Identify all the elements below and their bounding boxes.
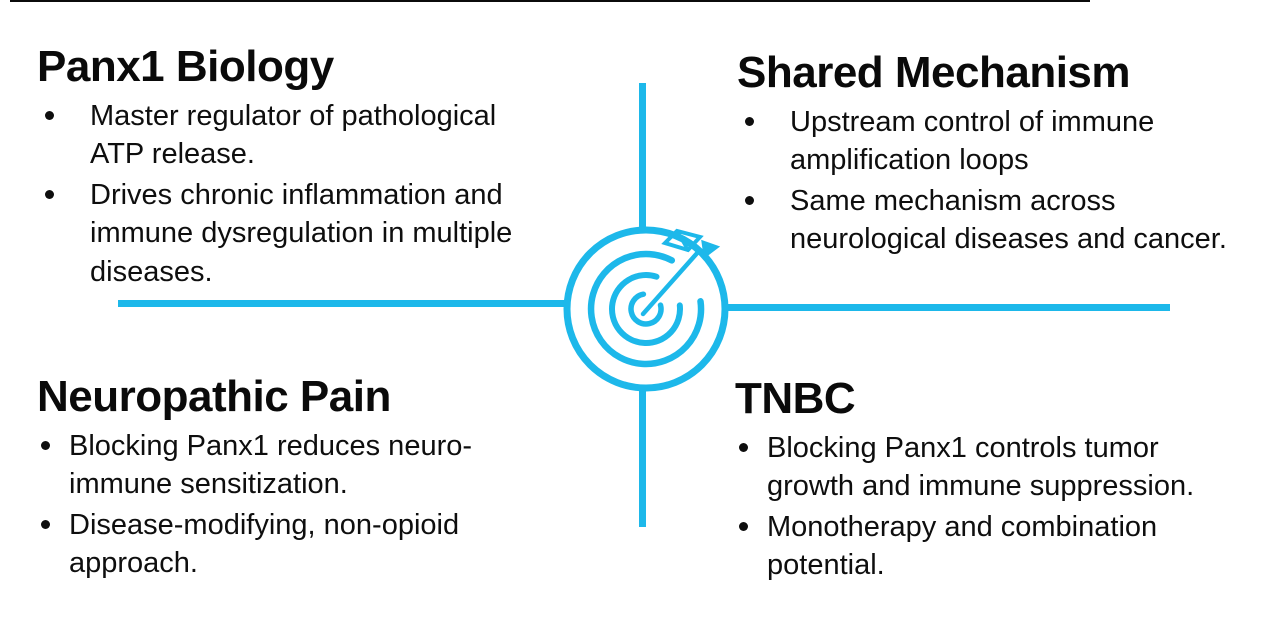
bullet-item: Same mechanism across neurological disea… <box>737 182 1277 259</box>
bullet-marker-icon <box>37 506 69 583</box>
horizontal-axis-left-line <box>118 300 567 307</box>
vertical-axis-bottom-line <box>639 387 646 527</box>
bullet-text: Disease-modifying, non-opioid approach. <box>69 509 460 580</box>
bullet-marker-icon <box>735 508 767 585</box>
bullet-text: Drives chronic inflammation and immune d… <box>90 179 513 288</box>
vertical-axis-top-line <box>639 83 646 233</box>
bullet-text: Blocking Panx1 controls tumor growth and… <box>767 431 1195 502</box>
bullet-list: Master regulator of pathological ATP rel… <box>37 97 612 291</box>
bullet-marker-icon <box>37 427 69 504</box>
bullet-marker-icon <box>737 103 790 180</box>
quadrant-title-tnbc: TNBC <box>735 374 856 423</box>
bullet-item: Drives chronic inflammation and immune d… <box>37 176 612 291</box>
bullet-marker-icon <box>37 176 90 291</box>
quadrant-panx1-biology: Panx1 Biology Master regulator of pathol… <box>37 42 612 294</box>
bullet-item: Monotherapy and combination potential. <box>735 508 1275 585</box>
bullet-item: Upstream control of immune amplification… <box>737 103 1277 180</box>
bullet-text: Master regulator of pathological ATP rel… <box>90 99 497 170</box>
target-dart-icon <box>563 226 729 392</box>
bullet-list: Upstream control of immune amplification… <box>737 103 1277 259</box>
bullet-marker-icon <box>37 97 90 174</box>
quadrant-title-shared-mechanism: Shared Mechanism <box>737 48 1131 97</box>
quadrant-neuropathic-pain: Neuropathic Pain Blocking Panx1 reduces … <box>37 372 612 586</box>
quadrant-shared-mechanism: Shared Mechanism Upstream control of imm… <box>737 48 1277 262</box>
bullet-item: Disease-modifying, non-opioid approach. <box>37 506 612 583</box>
bullet-marker-icon <box>735 429 767 506</box>
bullet-list: Blocking Panx1 reduces neuro- immune sen… <box>37 427 612 583</box>
horizontal-axis-right-line <box>725 304 1170 311</box>
bullet-text: Same mechanism across neurological disea… <box>790 185 1227 256</box>
bullet-item: Blocking Panx1 controls tumor growth and… <box>735 429 1275 506</box>
quadrant-tnbc: TNBC Blocking Panx1 controls tumor growt… <box>735 374 1275 588</box>
bullet-item: Blocking Panx1 reduces neuro- immune sen… <box>37 427 612 504</box>
bullet-text: Monotherapy and combination potential. <box>767 511 1158 582</box>
bullet-marker-icon <box>737 182 790 259</box>
bullet-item: Master regulator of pathological ATP rel… <box>37 97 612 174</box>
top-edge-artifact-line <box>10 0 1090 2</box>
quadrant-title-neuropathic-pain: Neuropathic Pain <box>37 372 391 421</box>
bullet-text: Upstream control of immune amplification… <box>790 105 1155 176</box>
bullet-list: Blocking Panx1 controls tumor growth and… <box>735 429 1275 585</box>
quadrant-title-panx1-biology: Panx1 Biology <box>37 42 334 91</box>
bullet-text: Blocking Panx1 reduces neuro- immune sen… <box>69 429 473 500</box>
